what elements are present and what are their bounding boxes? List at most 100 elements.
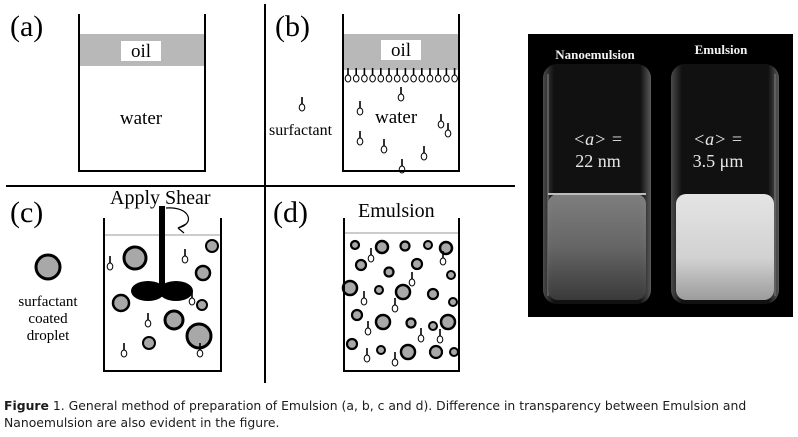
photo-emulsion-size-symbol: <a> = bbox=[693, 129, 743, 149]
panel-c: (c) Apply Shear surfactant coated drople… bbox=[10, 187, 222, 372]
panel-c-title: Apply Shear bbox=[110, 187, 211, 209]
surfactant-molecule bbox=[144, 313, 152, 328]
surfactant-head bbox=[106, 262, 114, 271]
surfactant-molecule bbox=[417, 328, 425, 343]
surfactant-coated-droplet bbox=[405, 317, 417, 329]
surfactant-molecule bbox=[444, 123, 452, 138]
surfactant-coated-droplet bbox=[423, 240, 433, 250]
panel-a-oil-label: oil bbox=[131, 41, 151, 62]
photo-nanoemulsion-size-value: 22 nm bbox=[575, 151, 621, 171]
surfactant-head bbox=[367, 254, 375, 263]
surfactant-molecule bbox=[437, 114, 445, 129]
surfactant-molecule bbox=[410, 68, 417, 83]
surfactant-coated-droplet bbox=[350, 308, 364, 322]
surfactant-head bbox=[391, 358, 399, 367]
surfactant-molecule bbox=[380, 139, 388, 154]
panel-b-oil-label: oil bbox=[391, 40, 411, 61]
surfactant-coated-droplet bbox=[428, 321, 438, 331]
surfactant-coated-droplet bbox=[196, 299, 208, 311]
surfactant-coated-droplet bbox=[438, 240, 454, 256]
panel-c-legend-line1: surfactant bbox=[18, 294, 78, 310]
surfactant-molecule bbox=[369, 68, 376, 83]
surfactant-molecule bbox=[393, 68, 401, 83]
panel-a: (a) oil water bbox=[10, 10, 206, 172]
surfactant-molecule bbox=[402, 68, 409, 83]
surfactant-coated-droplet bbox=[341, 279, 359, 297]
emulsion-schematic: (a) oil water (b) oil water surfactant (… bbox=[6, 4, 515, 383]
surfactant-head bbox=[188, 297, 196, 306]
surfactant-molecule bbox=[443, 68, 450, 83]
surfactant-head bbox=[436, 335, 444, 344]
surfactant-head bbox=[397, 93, 405, 102]
surfactant-coated-droplet bbox=[205, 239, 219, 253]
surfactant-head bbox=[377, 74, 385, 83]
surfactant-molecule bbox=[363, 348, 371, 363]
surfactant-coated-droplet bbox=[185, 322, 213, 350]
surfactant-head bbox=[369, 74, 376, 83]
surfactant-head bbox=[410, 74, 417, 83]
surfactant-head bbox=[385, 74, 393, 83]
panel-b-beaker bbox=[342, 14, 460, 172]
panel-a-label: (a) bbox=[10, 10, 43, 43]
surfactant-head bbox=[451, 74, 458, 83]
surfactant-molecule bbox=[181, 249, 189, 264]
panel-a-oil-label-bg bbox=[121, 41, 161, 61]
surfactant-molecule bbox=[356, 131, 364, 146]
surfactant-head bbox=[437, 120, 445, 129]
test-tube-photo: Nanoemulsion Emulsion <a> = 22 nm <a> = … bbox=[528, 34, 793, 317]
surfactant-molecule bbox=[106, 256, 114, 271]
surfactant-molecule bbox=[120, 343, 128, 358]
photo-nanoemulsion-liquid bbox=[548, 194, 646, 300]
surfactant-head bbox=[181, 255, 189, 264]
surfactant-coated-droplet bbox=[376, 345, 386, 355]
surfactant-head bbox=[361, 74, 368, 83]
panel-c-mixer-blade-left bbox=[131, 281, 165, 301]
surfactant-molecule bbox=[436, 329, 444, 344]
surfactant-molecule bbox=[397, 87, 405, 102]
surfactant-molecule bbox=[408, 272, 416, 287]
surfactant-molecule bbox=[391, 352, 399, 367]
surfactant-molecule bbox=[439, 251, 447, 266]
panel-c-arrowhead bbox=[177, 223, 187, 234]
surfactant-molecule bbox=[360, 291, 368, 306]
surfactant-head bbox=[356, 107, 364, 116]
surfactant-head bbox=[420, 152, 428, 161]
surfactant-molecule bbox=[364, 321, 372, 336]
surfactant-coated-droplet bbox=[345, 337, 359, 351]
panel-b-surfactant-label: surfactant bbox=[269, 122, 333, 139]
surfactant-head bbox=[444, 129, 452, 138]
panel-a-water-label: water bbox=[120, 108, 163, 129]
photo-nanoemulsion-title: Nanoemulsion bbox=[555, 47, 635, 62]
surfactant-molecule bbox=[356, 101, 364, 116]
figure-caption: Figure 1. General method of preparation … bbox=[4, 397, 794, 431]
panel-c-legend-droplet-icon bbox=[34, 253, 62, 281]
surfactant-molecule bbox=[420, 146, 428, 161]
surfactant-coated-droplet bbox=[449, 347, 459, 357]
surfactant-molecule bbox=[385, 68, 393, 83]
surfactant-head bbox=[344, 74, 352, 83]
surfactant-head bbox=[408, 278, 416, 287]
panel-c-droplets bbox=[106, 239, 219, 358]
surfactant-molecule bbox=[377, 68, 385, 83]
surfactant-coated-droplet bbox=[410, 257, 424, 271]
surfactant-coated-droplet bbox=[399, 240, 411, 252]
surfactant-molecule bbox=[451, 68, 458, 83]
surfactant-head bbox=[144, 319, 152, 328]
panel-d: (d) Emulsion bbox=[273, 196, 460, 372]
panel-b-interface-surfactants bbox=[344, 68, 458, 83]
surfactant-molecule bbox=[434, 68, 442, 83]
surfactant-molecule bbox=[391, 298, 399, 313]
surfactant-coated-droplet bbox=[428, 344, 444, 360]
surfactant-head bbox=[417, 334, 425, 343]
surfactant-molecule bbox=[344, 68, 352, 83]
surfactant-head bbox=[443, 74, 450, 83]
panel-c-legend-line3: droplet bbox=[27, 328, 70, 344]
surfactant-head bbox=[391, 304, 399, 313]
photo-emulsion-size-value: 3.5 μm bbox=[693, 151, 744, 171]
surfactant-coated-droplet bbox=[163, 309, 185, 331]
surfactant-coated-droplet bbox=[374, 285, 384, 295]
surfactant-coated-droplet bbox=[394, 283, 412, 301]
surfactant-head bbox=[352, 74, 360, 83]
surfactant-coated-droplet bbox=[439, 313, 457, 331]
panel-d-label: (d) bbox=[273, 196, 308, 229]
